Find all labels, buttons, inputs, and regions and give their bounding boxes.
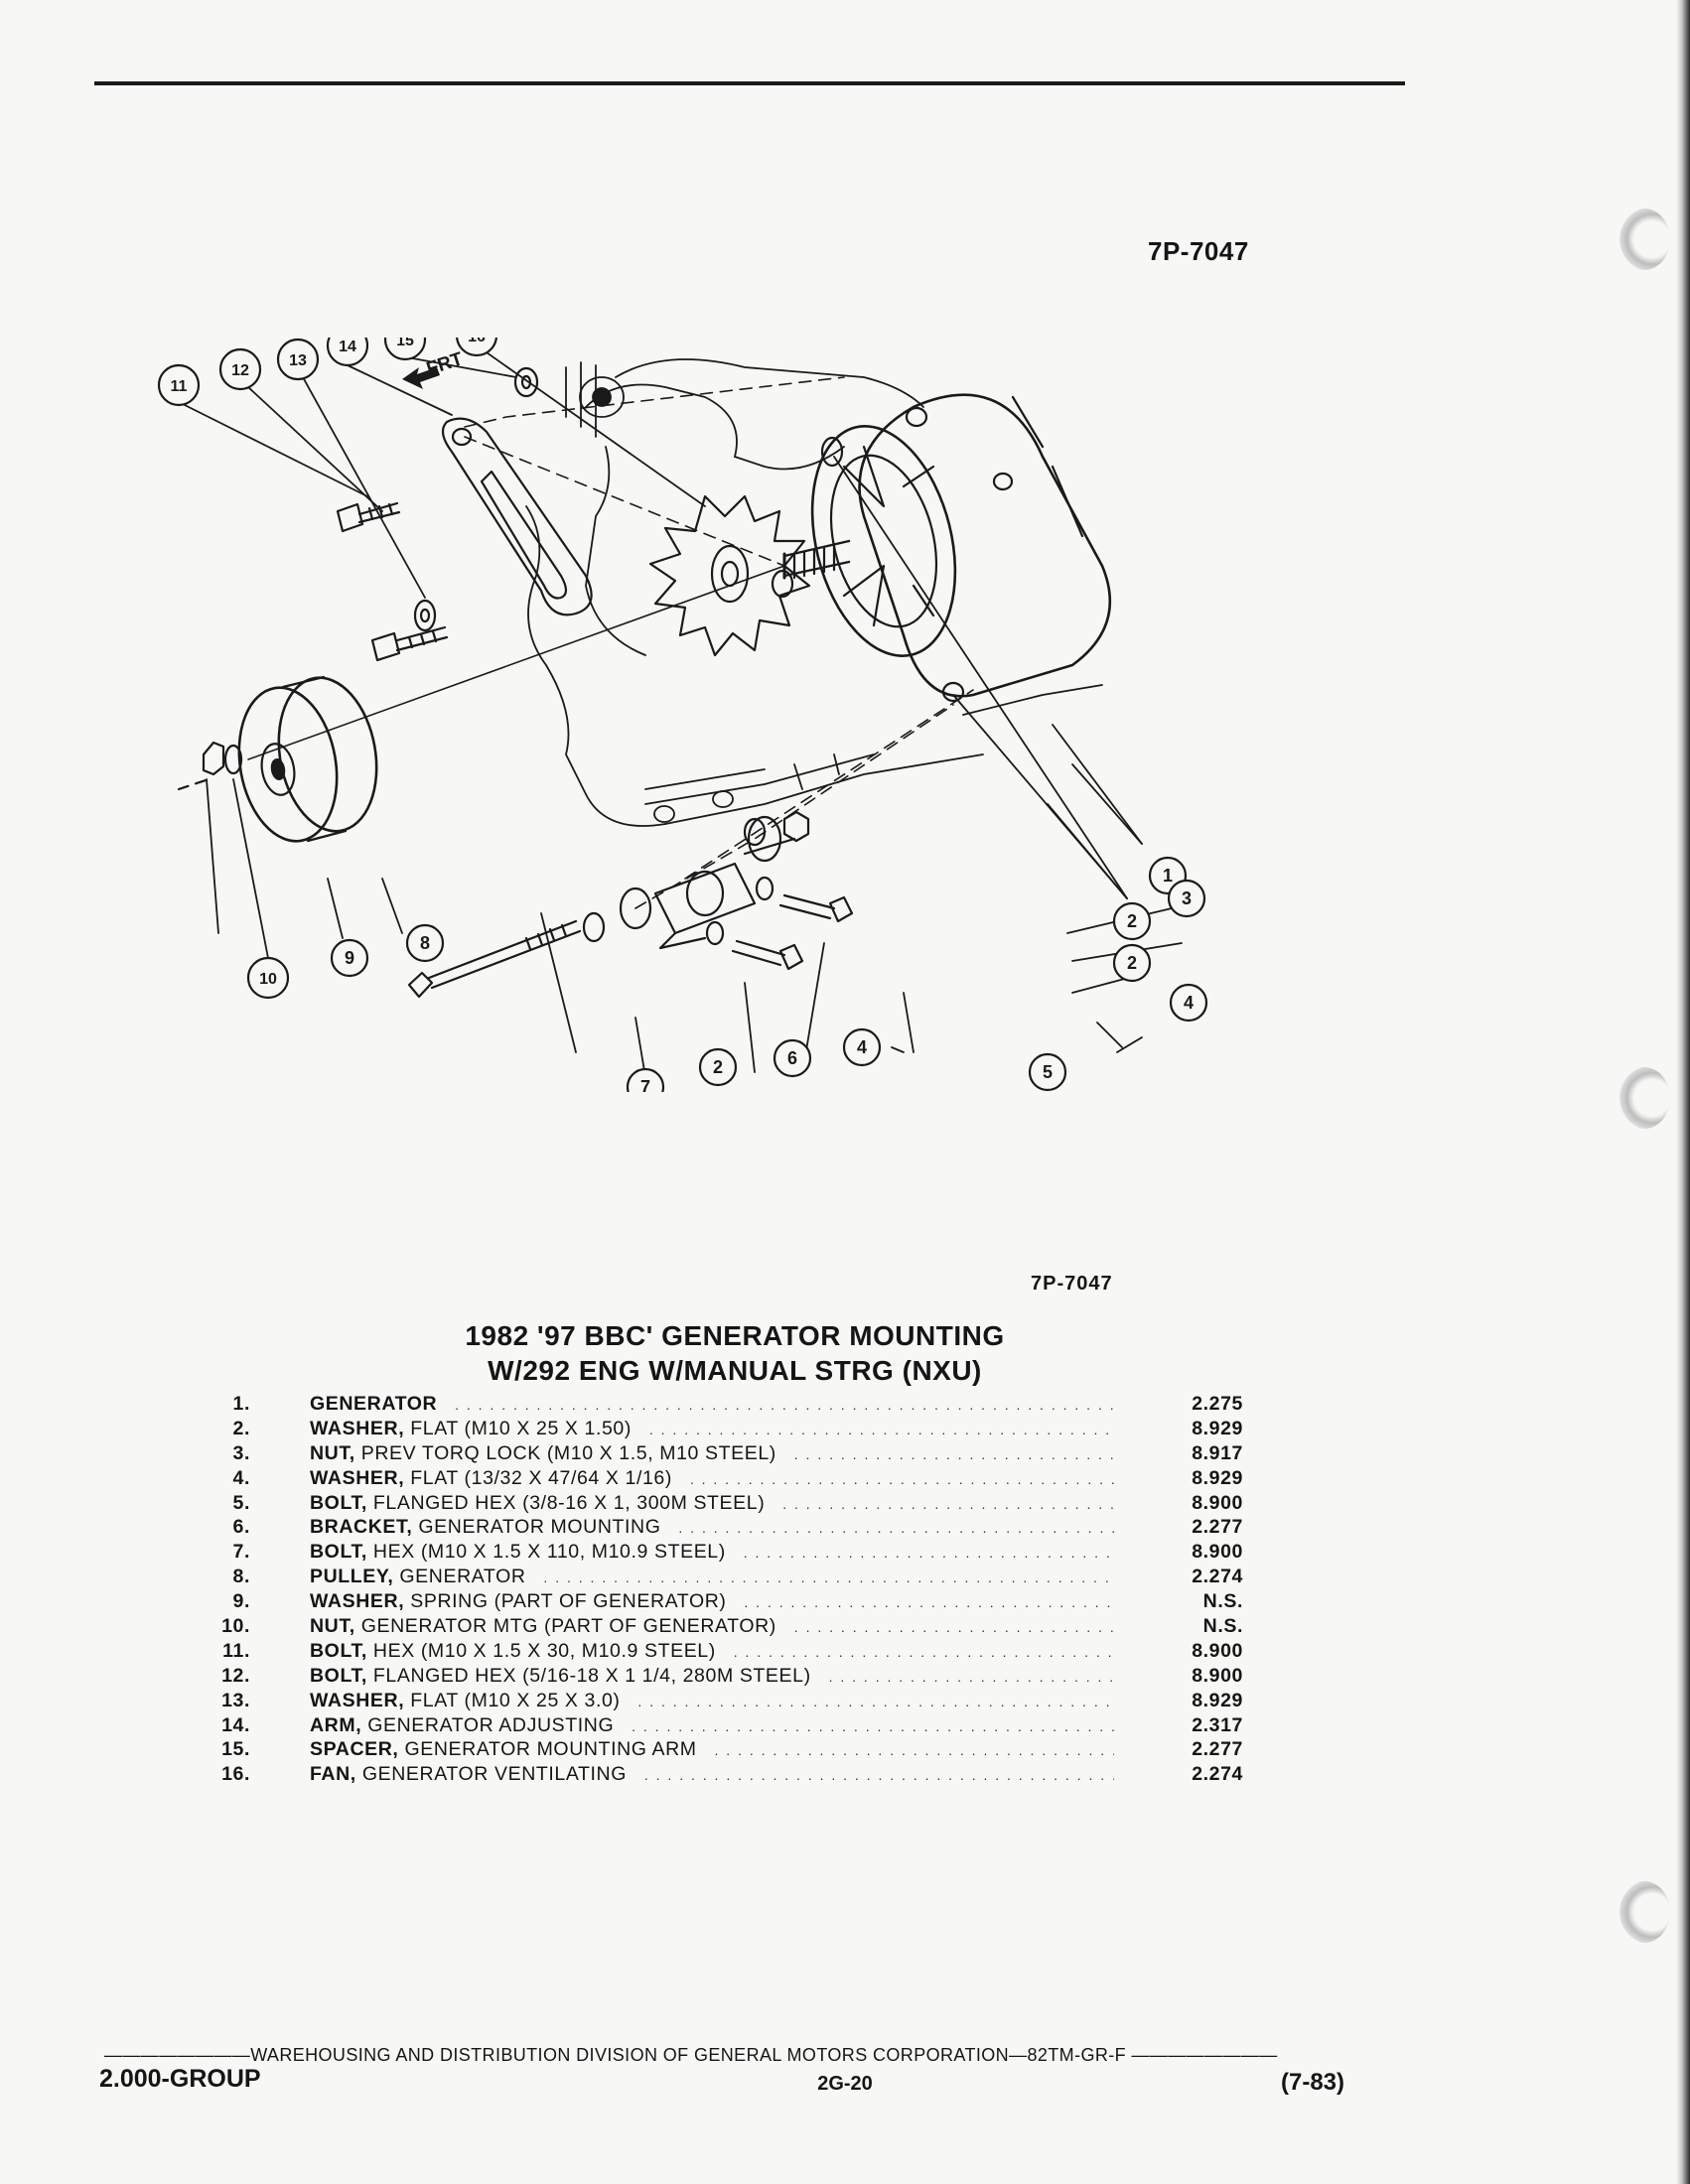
svg-text:2: 2	[1127, 953, 1137, 973]
binder-hole-bottom	[1619, 1881, 1670, 1943]
part-row: 4.WASHER, FLAT (13/32 X 47/64 X 1/16)8.9…	[199, 1466, 1243, 1492]
generator-mounting-diagram: FRT	[149, 338, 1208, 1092]
generator	[782, 393, 1112, 703]
washers-2	[582, 436, 844, 943]
svg-text:11: 11	[171, 378, 188, 395]
generator-nut	[202, 741, 225, 776]
pulley	[237, 675, 378, 843]
part-row: 15.SPACER, GENERATOR MOUNTING ARM2.277	[199, 1738, 1243, 1763]
bolt-11	[370, 625, 449, 662]
callout-5: 5	[149, 338, 159, 341]
svg-text:2: 2	[149, 338, 159, 341]
svg-text:4: 4	[857, 1037, 867, 1057]
part-row: 9.WASHER, SPRING (PART OF GENERATOR)N.S.	[199, 1590, 1243, 1615]
title-line-2: W/292 ENG W/MANUAL STRG (NXU)	[488, 1355, 982, 1386]
svg-text:10: 10	[259, 971, 277, 988]
footer-division-line: ————————WAREHOUSING AND DISTRIBUTION DIV…	[104, 2045, 1278, 2065]
mounting-bracket	[619, 815, 796, 950]
callout-10: 10	[246, 956, 290, 1000]
spring-washer	[223, 744, 243, 775]
callout-2: 2	[149, 338, 159, 341]
callout-2: 2	[1112, 901, 1152, 941]
callout-14: 14	[326, 338, 369, 367]
part-row: 16.FAN, GENERATOR VENTILATING2.274	[199, 1763, 1243, 1788]
alignment-lines	[464, 376, 974, 909]
callout-2: 2	[1112, 943, 1152, 983]
leader-lines	[178, 344, 1183, 1078]
binder-hole-top	[1619, 208, 1670, 270]
part-row: 10.NUT, GENERATOR MTG (PART OF GENERATOR…	[199, 1615, 1243, 1640]
part-row: 7.BOLT, HEX (M10 X 1.5 X 110, M10.9 STEE…	[199, 1541, 1243, 1566]
part-row: 14.ARM, GENERATOR ADJUSTING2.317	[199, 1713, 1243, 1739]
part-row: 2.WASHER, FLAT (M10 X 25 X 1.50)8.929	[199, 1417, 1243, 1442]
part-row: 8.PULLEY, GENERATOR2.274	[199, 1566, 1243, 1590]
svg-text:7: 7	[640, 1077, 650, 1092]
washers-4	[705, 876, 775, 946]
parts-list: 1.GENERATOR2.275 2.WASHER, FLAT (M10 X 2…	[199, 1393, 1243, 1788]
svg-text:2: 2	[1127, 911, 1137, 931]
binder-hole-middle	[1619, 1067, 1670, 1129]
callout-2: 2	[698, 1047, 738, 1087]
callout-12: 12	[218, 347, 262, 391]
svg-text:5: 5	[1043, 1062, 1053, 1082]
callout-11: 11	[157, 363, 201, 407]
svg-text:9: 9	[345, 948, 354, 968]
callout-9: 9	[330, 938, 369, 978]
part-row: 13.WASHER, FLAT (M10 X 25 X 3.0)8.929	[199, 1689, 1243, 1714]
svg-text:3: 3	[1182, 888, 1192, 908]
svg-text:13: 13	[289, 352, 307, 369]
part-row: 5.BOLT, FLANGED HEX (3/8-16 X 1, 300M ST…	[199, 1491, 1243, 1517]
bolts-5	[731, 893, 854, 971]
footer-date: (7-83)	[1281, 2069, 1345, 2096]
footer-group: 2.000-GROUP	[99, 2065, 261, 2093]
page-title: 1982 '97 BBC' GENERATOR MOUNTING W/292 E…	[298, 1318, 1172, 1388]
figure-code-top: 7P-7047	[1148, 236, 1249, 266]
callouts: 1 2 2 2 2 3 4 4 5 5 6 7 8 9 10 11 12 13 …	[149, 338, 1208, 1092]
washer-13	[413, 599, 437, 632]
part-row: 12.BOLT, FLANGED HEX (5/16-18 X 1 1/4, 2…	[199, 1664, 1243, 1690]
part-row: 1.GENERATOR2.275	[199, 1393, 1243, 1418]
engine-block	[525, 358, 1103, 827]
bolt-7	[407, 919, 582, 999]
callout-4: 4	[1169, 983, 1208, 1023]
callout-8: 8	[405, 923, 445, 963]
svg-text:12: 12	[231, 362, 249, 379]
callout-7: 7	[626, 1067, 665, 1092]
footer-page-number: 2G-20	[817, 2073, 873, 2095]
figure-code-caption: 7P-7047	[1031, 1273, 1113, 1295]
callout-16: 16	[456, 338, 497, 357]
svg-text:4: 4	[1184, 993, 1194, 1013]
svg-text:15: 15	[396, 338, 414, 349]
svg-text:8: 8	[420, 933, 430, 953]
nut-3	[782, 810, 810, 843]
svg-text:6: 6	[787, 1048, 797, 1068]
top-rule	[94, 81, 1405, 85]
svg-text:14: 14	[339, 339, 356, 355]
title-line-1: 1982 '97 BBC' GENERATOR MOUNTING	[465, 1320, 1005, 1351]
adjusting-arm	[441, 417, 593, 616]
part-row: 3.NUT, PREV TORQ LOCK (M10 X 1.5, M10 ST…	[199, 1441, 1243, 1467]
part-row: 6.BRACKET, GENERATOR MOUNTING2.277	[199, 1516, 1243, 1541]
svg-text:16: 16	[468, 338, 486, 345]
page-edge	[1676, 0, 1690, 2184]
callout-6: 6	[773, 1038, 812, 1078]
svg-text:1: 1	[1163, 866, 1173, 886]
svg-text:5: 5	[149, 338, 159, 341]
part-row: 11.BOLT, HEX (M10 X 1.5 X 30, M10.9 STEE…	[199, 1639, 1243, 1665]
callout-4: 4	[842, 1027, 882, 1067]
callout-15: 15	[383, 338, 427, 361]
callout-5: 5	[1028, 1052, 1067, 1092]
callout-3: 3	[1167, 879, 1206, 918]
spacer	[513, 366, 539, 398]
callout-13: 13	[276, 338, 320, 381]
bolt-12	[336, 501, 401, 533]
svg-text:2: 2	[713, 1057, 723, 1077]
